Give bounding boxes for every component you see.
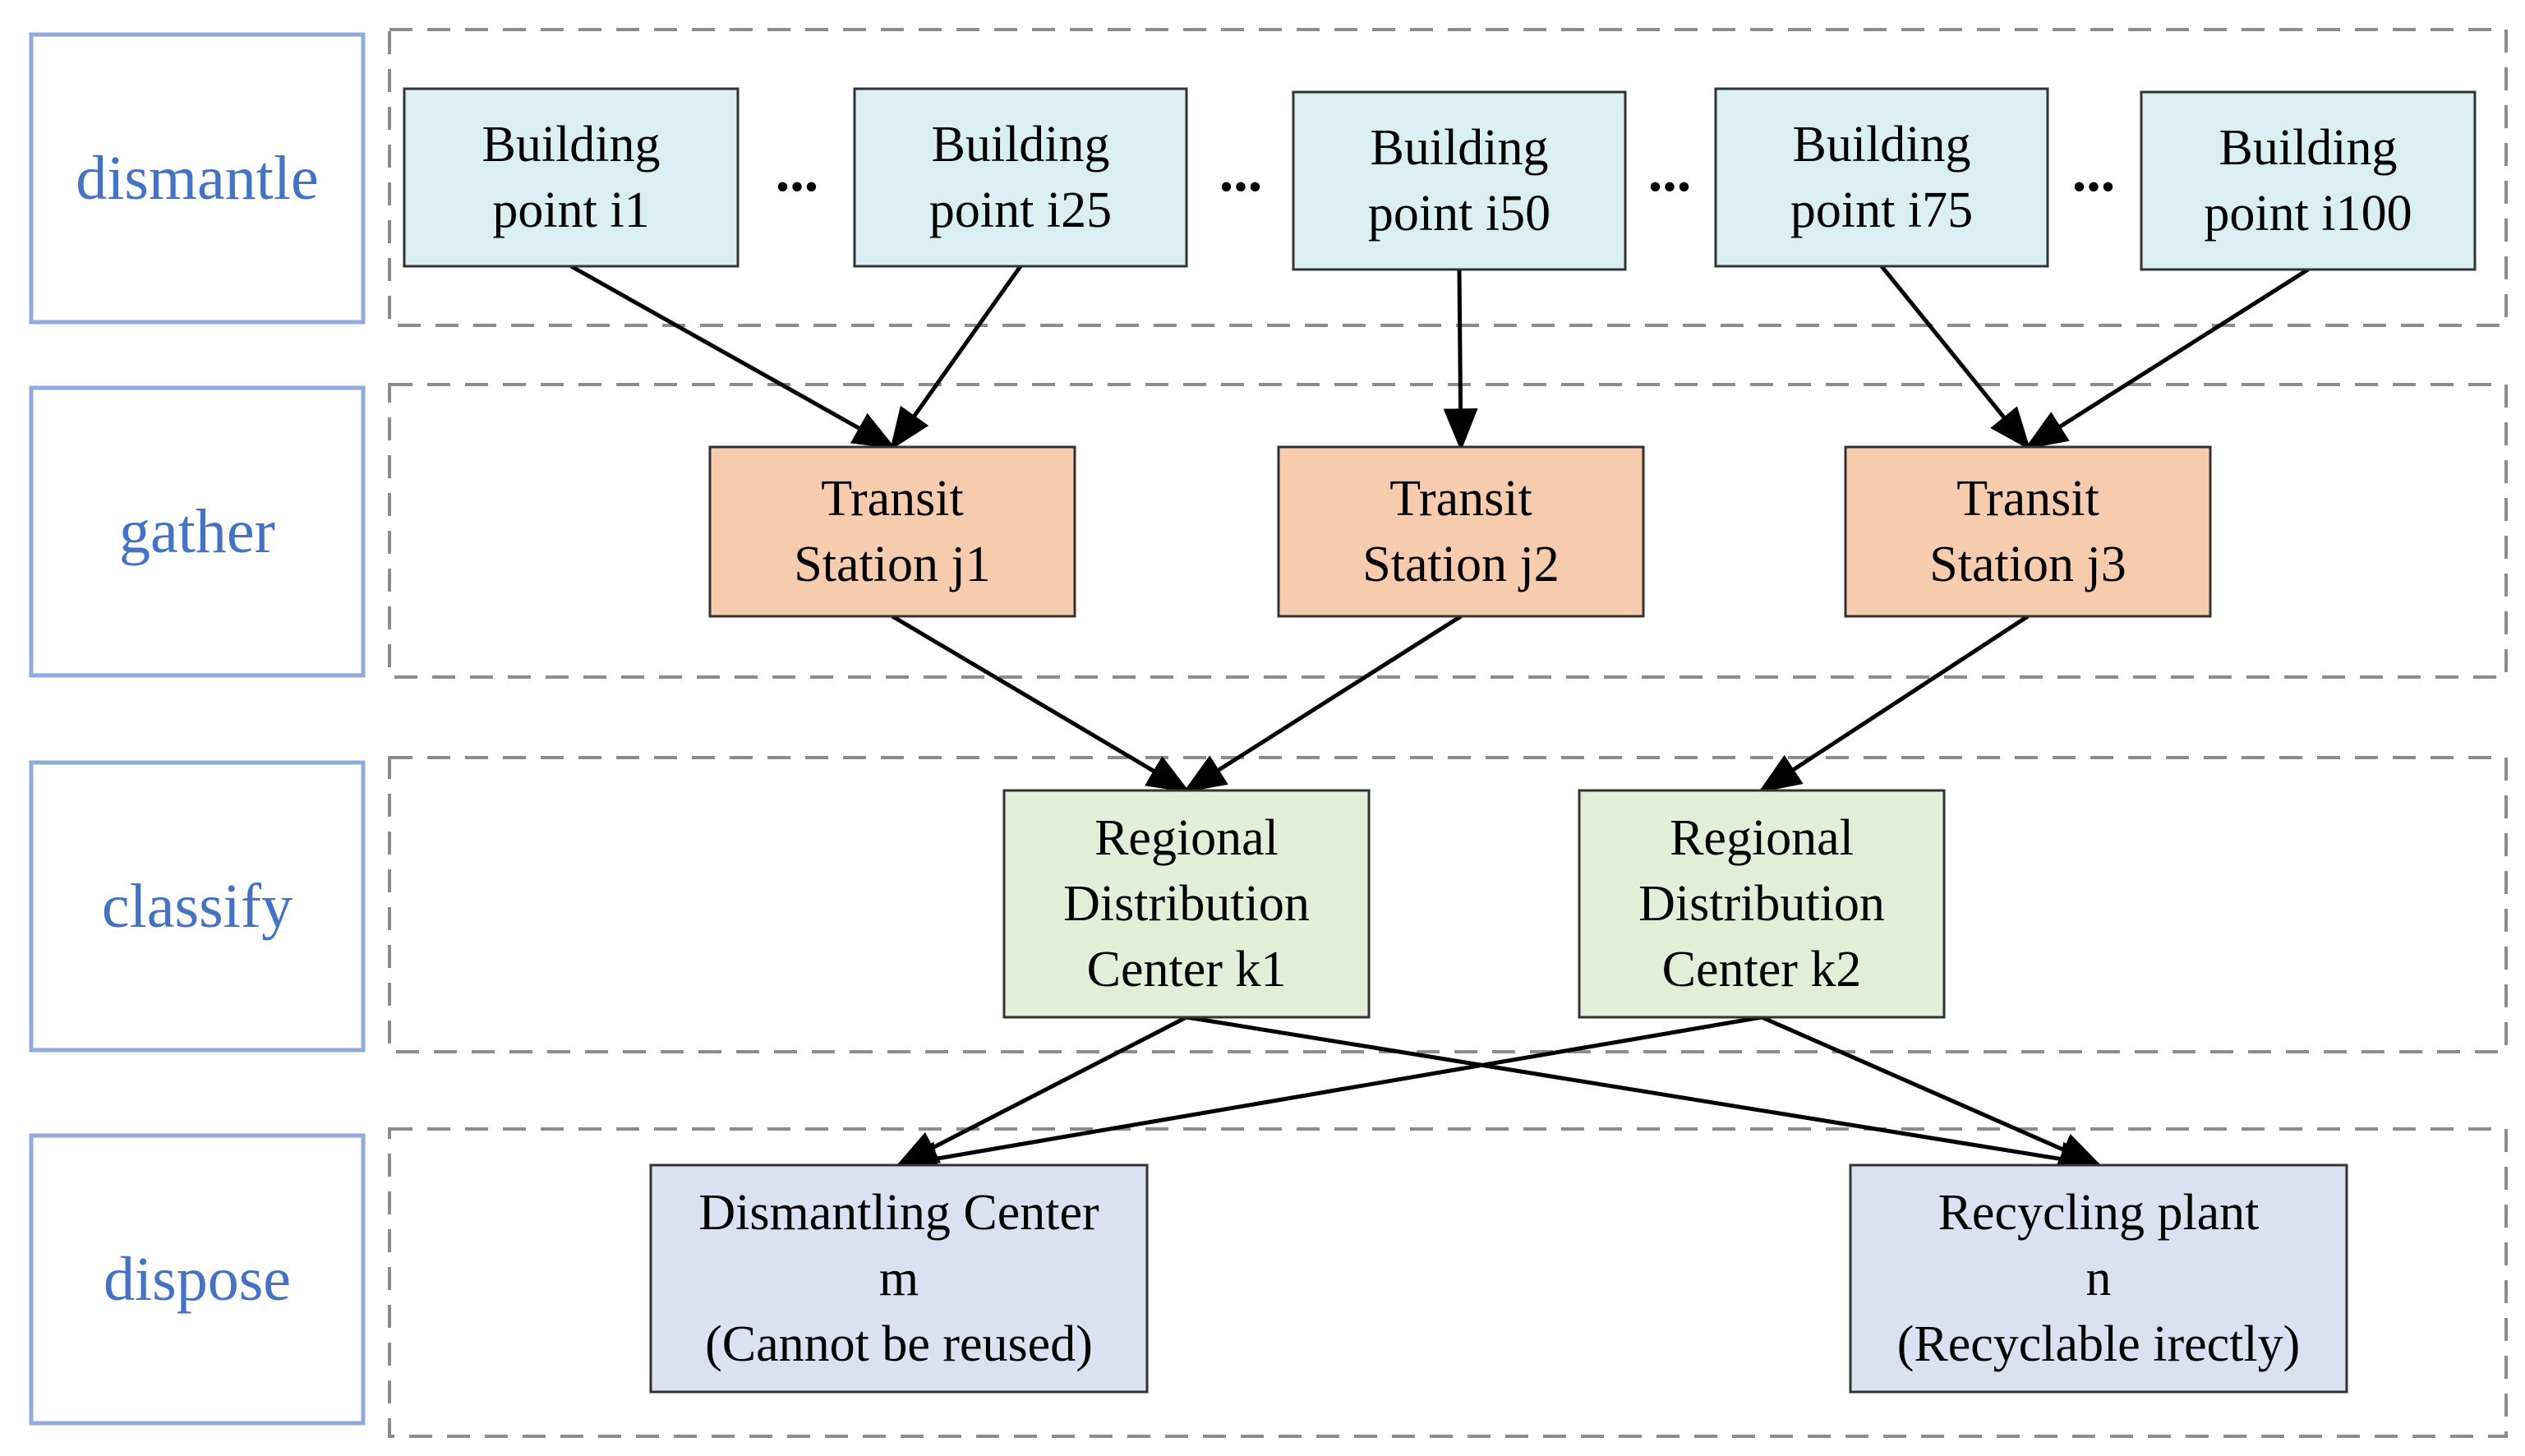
node-label-line: Building <box>1370 120 1548 176</box>
node-label-line: Regional <box>1670 810 1854 866</box>
node-label-line: Recycling plant <box>1938 1185 2260 1241</box>
stage-classify: classify <box>29 760 366 1053</box>
node-label-line: Station j3 <box>1929 537 2126 592</box>
node-label-line: Building <box>1792 117 1970 173</box>
node-box <box>1277 445 1645 618</box>
flow-arrow-transit-2-to-regional-1 <box>1758 614 2030 793</box>
node-label-line: Regional <box>1094 810 1279 866</box>
flow-arrows <box>569 264 2310 1177</box>
node-label-line: Center k2 <box>1662 942 1862 998</box>
node-label-line: Dismantling Center <box>698 1185 1099 1241</box>
flow-arrow-buildings-3-to-transit-2 <box>1880 265 2031 451</box>
node-box <box>853 87 1188 268</box>
ellipsis-4: ... <box>2072 141 2116 204</box>
flow-arrow-buildings-4-to-transit-2 <box>2024 267 2310 449</box>
node-label-line: Center k1 <box>1087 942 1287 998</box>
stage-row-frame <box>388 756 2508 1053</box>
node-box <box>1714 87 2049 268</box>
ellipsis-3: ... <box>1648 141 1692 204</box>
building-point-2: Building point i25 <box>853 87 1188 268</box>
node-label-line: Station j1 <box>794 537 990 592</box>
stage-box <box>29 760 366 1053</box>
stage-box <box>29 385 366 678</box>
flow-arrow-buildings-2-to-transit-1 <box>1443 269 1478 452</box>
stage-label: gather <box>119 497 275 566</box>
node-label-line: point i100 <box>2204 186 2412 242</box>
node-label-line: point i1 <box>492 182 649 238</box>
building-point-4: Building point i75 <box>1714 87 2049 268</box>
node-box <box>403 87 740 268</box>
node-label-line: Building <box>931 117 1109 173</box>
building-point-1: Building point i1 <box>403 87 740 268</box>
node-box <box>708 445 1076 618</box>
node-label-line: point i50 <box>1368 186 1550 242</box>
disposal-facility-1: Dismantling Center m (Cannot be reused) <box>649 1163 1149 1394</box>
flow-arrow-transit-1-to-regional-0 <box>1182 614 1463 793</box>
stage-rows: dismantle gather classify dispose <box>29 28 2508 1438</box>
node-label-line: n <box>2086 1251 2112 1306</box>
flow-arrow-regional-0-to-dispose-0 <box>895 1015 1188 1168</box>
node-label-line: Distribution <box>1638 876 1885 932</box>
building-point-5: Building point i100 <box>2140 90 2477 271</box>
disposal-facility-2: Recycling plant n (Recyclable irectly) <box>1849 1163 2348 1394</box>
stage-row-frame <box>388 28 2508 327</box>
node-label-line: (Cannot be reused) <box>705 1316 1093 1372</box>
stage-box <box>29 32 366 325</box>
flow-arrow-buildings-0-to-transit-0 <box>569 264 896 449</box>
node-box <box>649 1163 1149 1394</box>
node-box <box>1849 1163 2348 1394</box>
stage-dismantle: dismantle <box>29 32 366 325</box>
ellipsis-1: ... <box>776 141 819 204</box>
node-box <box>2140 90 2477 271</box>
flow-arrow-transit-0-to-regional-0 <box>891 614 1191 793</box>
stage-label: dismantle <box>76 144 319 213</box>
stage-gather: gather <box>29 385 366 678</box>
node-label-line: Building <box>482 117 660 173</box>
node-label-line: Distribution <box>1063 876 1310 932</box>
stage-label: classify <box>102 872 293 941</box>
stage-box <box>29 1133 366 1426</box>
node-label-line: Transit <box>1389 471 1532 527</box>
stage-row-frame <box>388 383 2508 679</box>
stage-row-frame <box>388 1127 2508 1438</box>
stage-dispose: dispose <box>29 1133 366 1426</box>
node-box <box>1844 445 2212 618</box>
flow-arrow-buildings-1-to-transit-0 <box>889 265 1023 451</box>
node-label-line: m <box>879 1251 919 1306</box>
building-point-3: Building point i50 <box>1292 90 1627 271</box>
node-label-line: Transit <box>821 471 963 527</box>
node-label-line: Station j2 <box>1362 537 1559 592</box>
node-label-line: point i25 <box>929 182 1112 238</box>
flow-arrow-regional-0-to-dispose-1 <box>1186 1015 2103 1177</box>
node-label-line: (Recyclable irectly) <box>1897 1316 2301 1372</box>
flow-arrow-regional-1-to-dispose-1 <box>1760 1015 2103 1168</box>
node-box <box>1578 789 1946 1019</box>
node-box <box>1292 90 1627 271</box>
stage-label: dispose <box>104 1245 291 1314</box>
node-label-line: point i75 <box>1790 182 1973 238</box>
node-label-line: Building <box>2219 120 2397 176</box>
node-box <box>1002 789 1371 1019</box>
ellipsis-2: ... <box>1219 141 1263 204</box>
flow-arrow-regional-1-to-dispose-0 <box>894 1015 1762 1176</box>
node-label-line: Transit <box>1956 471 2099 527</box>
